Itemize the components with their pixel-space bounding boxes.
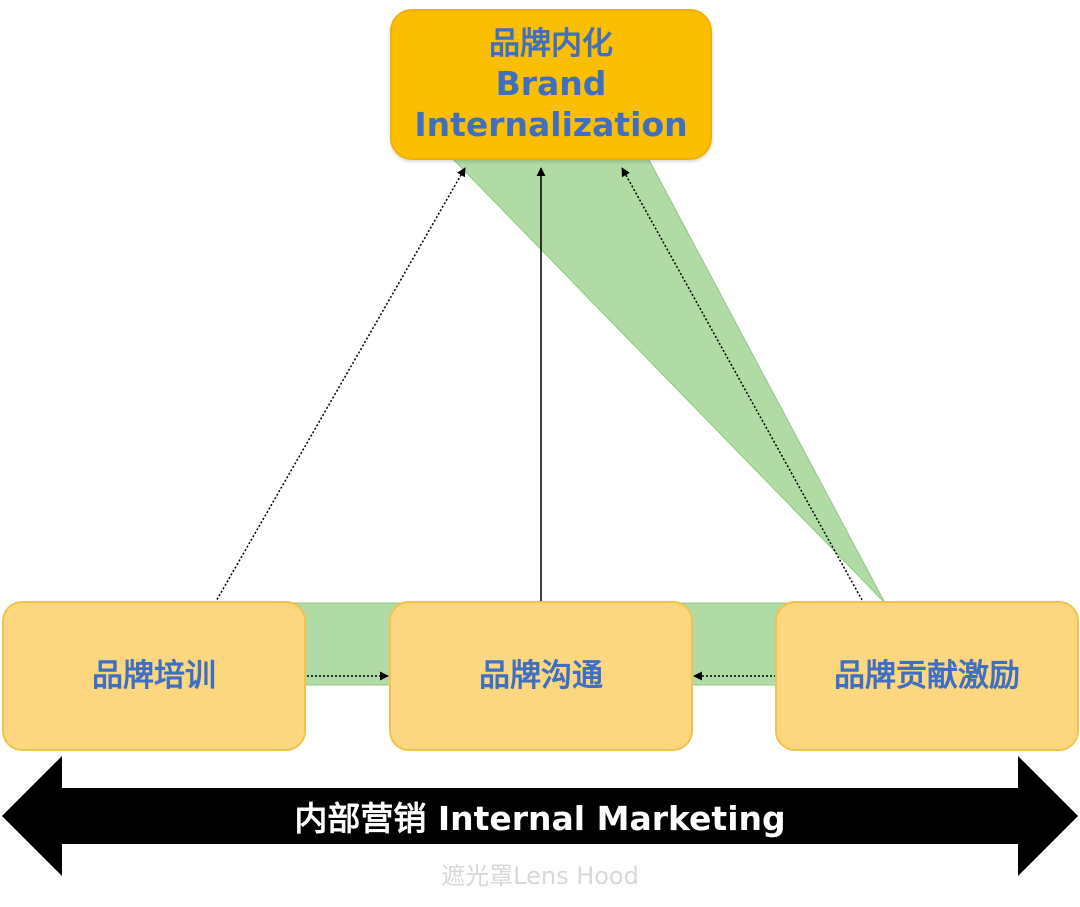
brand-communication-node: 品牌沟通 <box>389 601 693 751</box>
brand-training-node: 品牌培训 <box>2 601 306 751</box>
brand-internalization-label-en-1: Brand <box>495 63 607 103</box>
watermark-text: 遮光罩Lens Hood <box>441 861 639 890</box>
brand-contribution-incentive-node: 品牌贡献激励 <box>775 601 1079 751</box>
brand-training-label: 品牌培训 <box>92 658 216 694</box>
brand-contribution-incentive-label: 品牌贡献激励 <box>834 658 1020 694</box>
internal-marketing-double-arrow <box>2 756 1078 876</box>
brand-internalization-label-cn: 品牌内化 <box>489 25 613 62</box>
brand-communication-label: 品牌沟通 <box>479 658 603 694</box>
brand-internalization-label-en-2: Internalization <box>414 104 688 144</box>
arrow-training-to-internalization <box>214 167 466 604</box>
internal-marketing-label: 内部营销 Internal Marketing <box>294 799 786 838</box>
brand-internalization-node: 品牌内化 Brand Internalization <box>390 9 712 160</box>
